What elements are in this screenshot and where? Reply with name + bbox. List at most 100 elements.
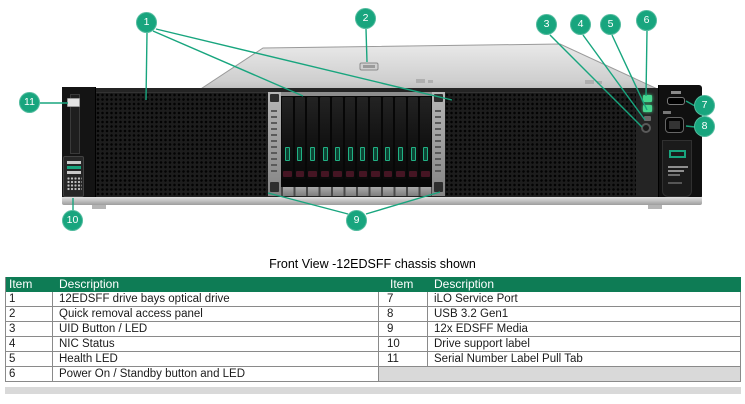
drive-latch-icon (320, 171, 330, 177)
serial-number-pull-tab-handle-icon (67, 98, 80, 107)
callout-6: 6 (636, 10, 657, 31)
edsff-drive-cage (268, 92, 445, 196)
drive-latch-icon (295, 171, 305, 177)
callout-10-label: 10 (66, 214, 79, 227)
edsff-drive-bay (294, 97, 306, 179)
callout-1-label: 1 (143, 16, 150, 29)
edsff-drive-bay (420, 97, 431, 179)
rail-ticks (435, 110, 441, 172)
edsff-drive-bay (357, 97, 369, 179)
ilo-port-mark (671, 91, 681, 94)
callout-9: 9 (346, 210, 367, 231)
item-number: 3 (6, 322, 53, 337)
edsff-drive-bay (332, 97, 343, 179)
edsff-drive-bay (319, 97, 331, 179)
drive-latch-icon (308, 171, 317, 177)
callout-4: 4 (570, 14, 591, 35)
drive-cage-rail-right (432, 92, 445, 196)
rail-ticks (271, 110, 277, 172)
access-panel-latch (359, 62, 379, 71)
serial-number-pull-tab (70, 94, 80, 154)
cage-bottom-strip (281, 187, 432, 196)
item-number: 5 (6, 352, 53, 367)
drive-label-icon (284, 147, 290, 161)
hpe-logo-icon (669, 150, 686, 158)
callout-5-label: 5 (607, 18, 614, 31)
drive-latch-icon (283, 171, 292, 177)
drive-latch-icon (383, 171, 393, 177)
drive-latch-icon (345, 171, 355, 177)
edsff-drive-bay (282, 97, 293, 179)
callout-6-label: 6 (643, 14, 650, 27)
drive-label-icon (347, 147, 353, 161)
model-text-line (668, 174, 680, 176)
drive-latch-icon (396, 171, 405, 177)
edsff-drive-bay (370, 97, 381, 179)
item-description: Serial Number Label Pull Tab (428, 352, 741, 367)
callout-1: 1 (136, 12, 157, 33)
item-number: 2 (6, 307, 53, 322)
item-number: 11 (379, 352, 428, 367)
chassis-bottom-rail (62, 197, 702, 205)
callout-10: 10 (62, 210, 83, 231)
model-label-pull-tab (662, 140, 692, 197)
quick-removal-access-panel-mesh-left (96, 92, 268, 196)
callout-2: 2 (355, 8, 376, 29)
drive-latch-icon (358, 171, 367, 177)
edsff-drive-bay (344, 97, 356, 179)
column-header-description: Description (53, 277, 379, 292)
chassis-foot (92, 205, 106, 209)
server-front-view-illustration: 1 2 3 4 5 6 7 8 9 10 11 (19, 8, 715, 231)
figure-caption: Front View -12EDSFF chassis shown (269, 257, 476, 271)
label-bar-green (67, 166, 81, 169)
drive-support-label (63, 156, 84, 197)
item-description: USB 3.2 Gen1 (428, 307, 741, 322)
callout-7-label: 7 (701, 99, 708, 112)
drive-latch-icon (408, 171, 418, 177)
callout-7: 7 (694, 95, 715, 116)
power-standby-button-led (643, 95, 652, 102)
usb-3-2-port (665, 117, 684, 133)
empty-cell (379, 367, 741, 382)
item-description: UID Button / LED (53, 322, 379, 337)
item-number: 8 (379, 307, 428, 322)
edsff-drive-bay (395, 97, 406, 179)
rail-latch-icon (434, 94, 443, 102)
callout-8: 8 (694, 116, 715, 137)
items-table: Item Description Item Description 1 12ED… (5, 277, 741, 382)
uid-button-led (641, 123, 651, 133)
drive-label-icon (385, 147, 391, 161)
ilo-service-port (667, 97, 685, 105)
callout-11-label: 11 (24, 96, 35, 109)
item-number: 1 (6, 292, 53, 307)
rail-latch-icon (270, 182, 279, 192)
item-description: Drive support label (428, 337, 741, 352)
column-header-description: Description (428, 277, 741, 292)
drive-label-icon (410, 147, 416, 161)
item-description: iLO Service Port (428, 292, 741, 307)
item-description: NIC Status (53, 337, 379, 352)
edsff-drive-bay (307, 97, 318, 179)
callout-4-label: 4 (577, 18, 584, 31)
callout-2-label: 2 (362, 12, 369, 25)
drive-cage-rail-left (268, 92, 281, 196)
drive-label-icon (335, 147, 341, 161)
callout-9-label: 9 (353, 214, 360, 227)
callout-5: 5 (600, 14, 621, 35)
drive-label-icon (309, 147, 315, 161)
edsff-drive-bay (407, 97, 419, 179)
column-header-item: Item (379, 277, 428, 292)
drive-label-icon (397, 147, 403, 161)
item-number: 9 (379, 322, 428, 337)
item-description: 12EDSFF drive bays optical drive (53, 292, 379, 307)
health-led (643, 105, 652, 112)
drive-latch-icon (333, 171, 342, 177)
label-dot-grid (67, 177, 82, 191)
drive-latch-icon (421, 171, 430, 177)
item-number: 6 (6, 367, 53, 382)
drive-label-icon (360, 147, 366, 161)
edsff-drive-bay (382, 97, 394, 179)
item-number: 10 (379, 337, 428, 352)
item-description: Quick removal access panel (53, 307, 379, 322)
